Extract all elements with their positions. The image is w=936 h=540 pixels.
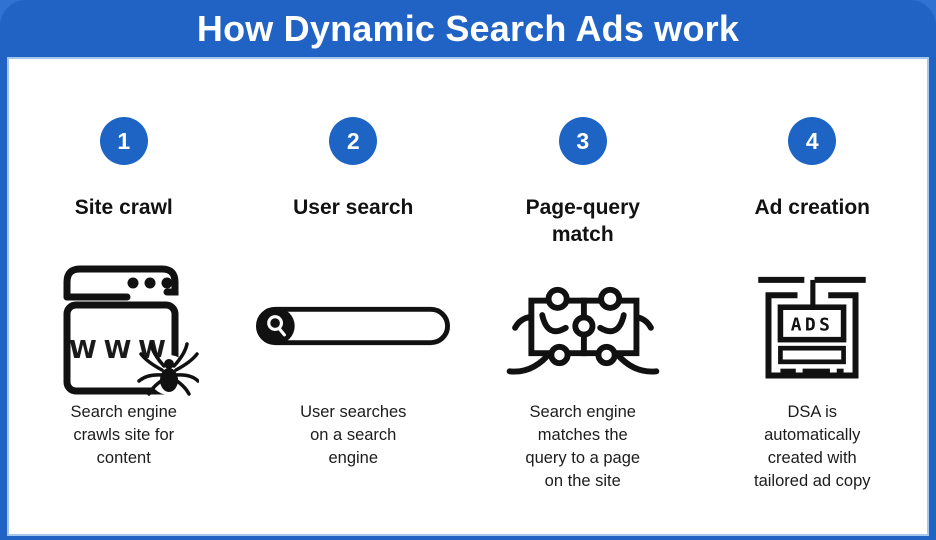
step-2-description: User searches on a search engine [300, 403, 407, 467]
step-1-badge: 1 [99, 117, 148, 165]
browser-spider-icon: WWW [9, 256, 239, 396]
step-1-title: Site crawl [74, 196, 173, 219]
step-4-description: DSA is automatically created with tailor… [754, 403, 871, 490]
step-2-badge: 2 [329, 117, 378, 165]
step-3-badge: 3 [558, 117, 607, 165]
step-4-title: Ad creation [754, 196, 871, 219]
step-3-column: 3 Page-query match [468, 117, 698, 534]
step-1-column: 1 Site crawl WWW [9, 117, 239, 534]
page-title: How Dynamic Search Ads work [196, 7, 740, 49]
search-bar-icon [239, 256, 469, 396]
header-bar: How Dynamic Search Ads work [0, 0, 936, 57]
puzzle-match-icon [468, 256, 698, 396]
www-label: WWW [69, 335, 173, 364]
step-2-column: 2 User search User searches on a search … [239, 117, 469, 534]
step-2-title: User search [293, 196, 414, 219]
step-3-title: Page-query match [525, 196, 640, 246]
step-4-column: 4 Ad creation ADS [698, 117, 928, 534]
ads-label: ADS [791, 314, 834, 335]
ad-sign-icon: ADS [698, 256, 928, 396]
content-card: 1 Site crawl WWW [7, 57, 929, 536]
step-1-description: Search engine crawls site for content [70, 403, 177, 467]
step-4-badge: 4 [788, 117, 837, 165]
step-3-description: Search engine matches the query to a pag… [525, 403, 641, 490]
